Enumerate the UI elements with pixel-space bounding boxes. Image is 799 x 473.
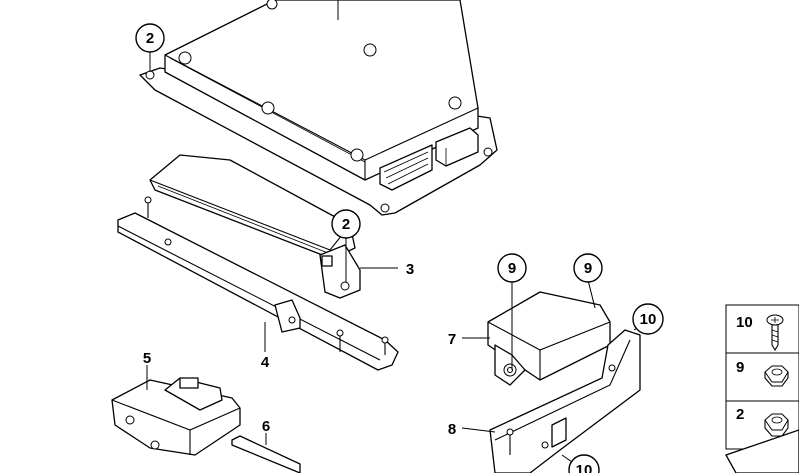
legend-label-nut-9: 9 bbox=[736, 359, 744, 376]
callout-7: 7 bbox=[448, 331, 456, 348]
legend-panel bbox=[725, 304, 799, 473]
bracket-part-8 bbox=[461, 319, 649, 473]
screw-icon bbox=[766, 314, 784, 352]
control-unit-large bbox=[139, 0, 498, 216]
callout-label: 4 bbox=[261, 354, 270, 371]
callout-9-right: 9 bbox=[573, 253, 603, 283]
callout-4: 4 bbox=[261, 354, 270, 371]
callout-label: 9 bbox=[508, 260, 516, 277]
callout-2-mid: 2 bbox=[331, 209, 361, 282]
callout-5: 5 bbox=[143, 350, 151, 367]
callout-label: 10 bbox=[576, 462, 593, 473]
pad-part-6 bbox=[231, 433, 301, 473]
callout-label: 5 bbox=[143, 350, 151, 367]
callout-label: 7 bbox=[448, 331, 456, 348]
callout-10-upper: 10 bbox=[632, 303, 664, 335]
callout-label: 3 bbox=[406, 261, 414, 278]
hex-nut-icon bbox=[764, 413, 789, 437]
callout-label: 2 bbox=[342, 216, 350, 233]
callout-3: 3 bbox=[406, 261, 414, 278]
legend-label-screw: 10 bbox=[736, 314, 753, 331]
legend-item-nut-9: 9 bbox=[736, 359, 789, 387]
hex-nut-icon bbox=[764, 365, 789, 387]
callout-9-left: 9 bbox=[497, 253, 527, 283]
bracket-part-4 bbox=[117, 196, 399, 371]
callout-10-lower: 10 bbox=[561, 454, 600, 473]
module-part-5 bbox=[111, 365, 241, 456]
legend-item-screw: 10 bbox=[736, 314, 784, 352]
callout-6: 6 bbox=[262, 418, 270, 435]
callout-label: 8 bbox=[448, 421, 456, 438]
callout-label: 9 bbox=[584, 260, 592, 277]
callout-label: 2 bbox=[146, 30, 154, 47]
legend-item-nut-2: 2 bbox=[736, 406, 789, 437]
callout-2-top: 2 bbox=[135, 23, 165, 72]
callout-label: 6 bbox=[262, 418, 270, 435]
legend-label-nut-2: 2 bbox=[736, 406, 744, 423]
callout-label: 10 bbox=[640, 311, 657, 328]
callout-8: 8 bbox=[448, 421, 456, 438]
sensor-part-7 bbox=[462, 279, 611, 386]
